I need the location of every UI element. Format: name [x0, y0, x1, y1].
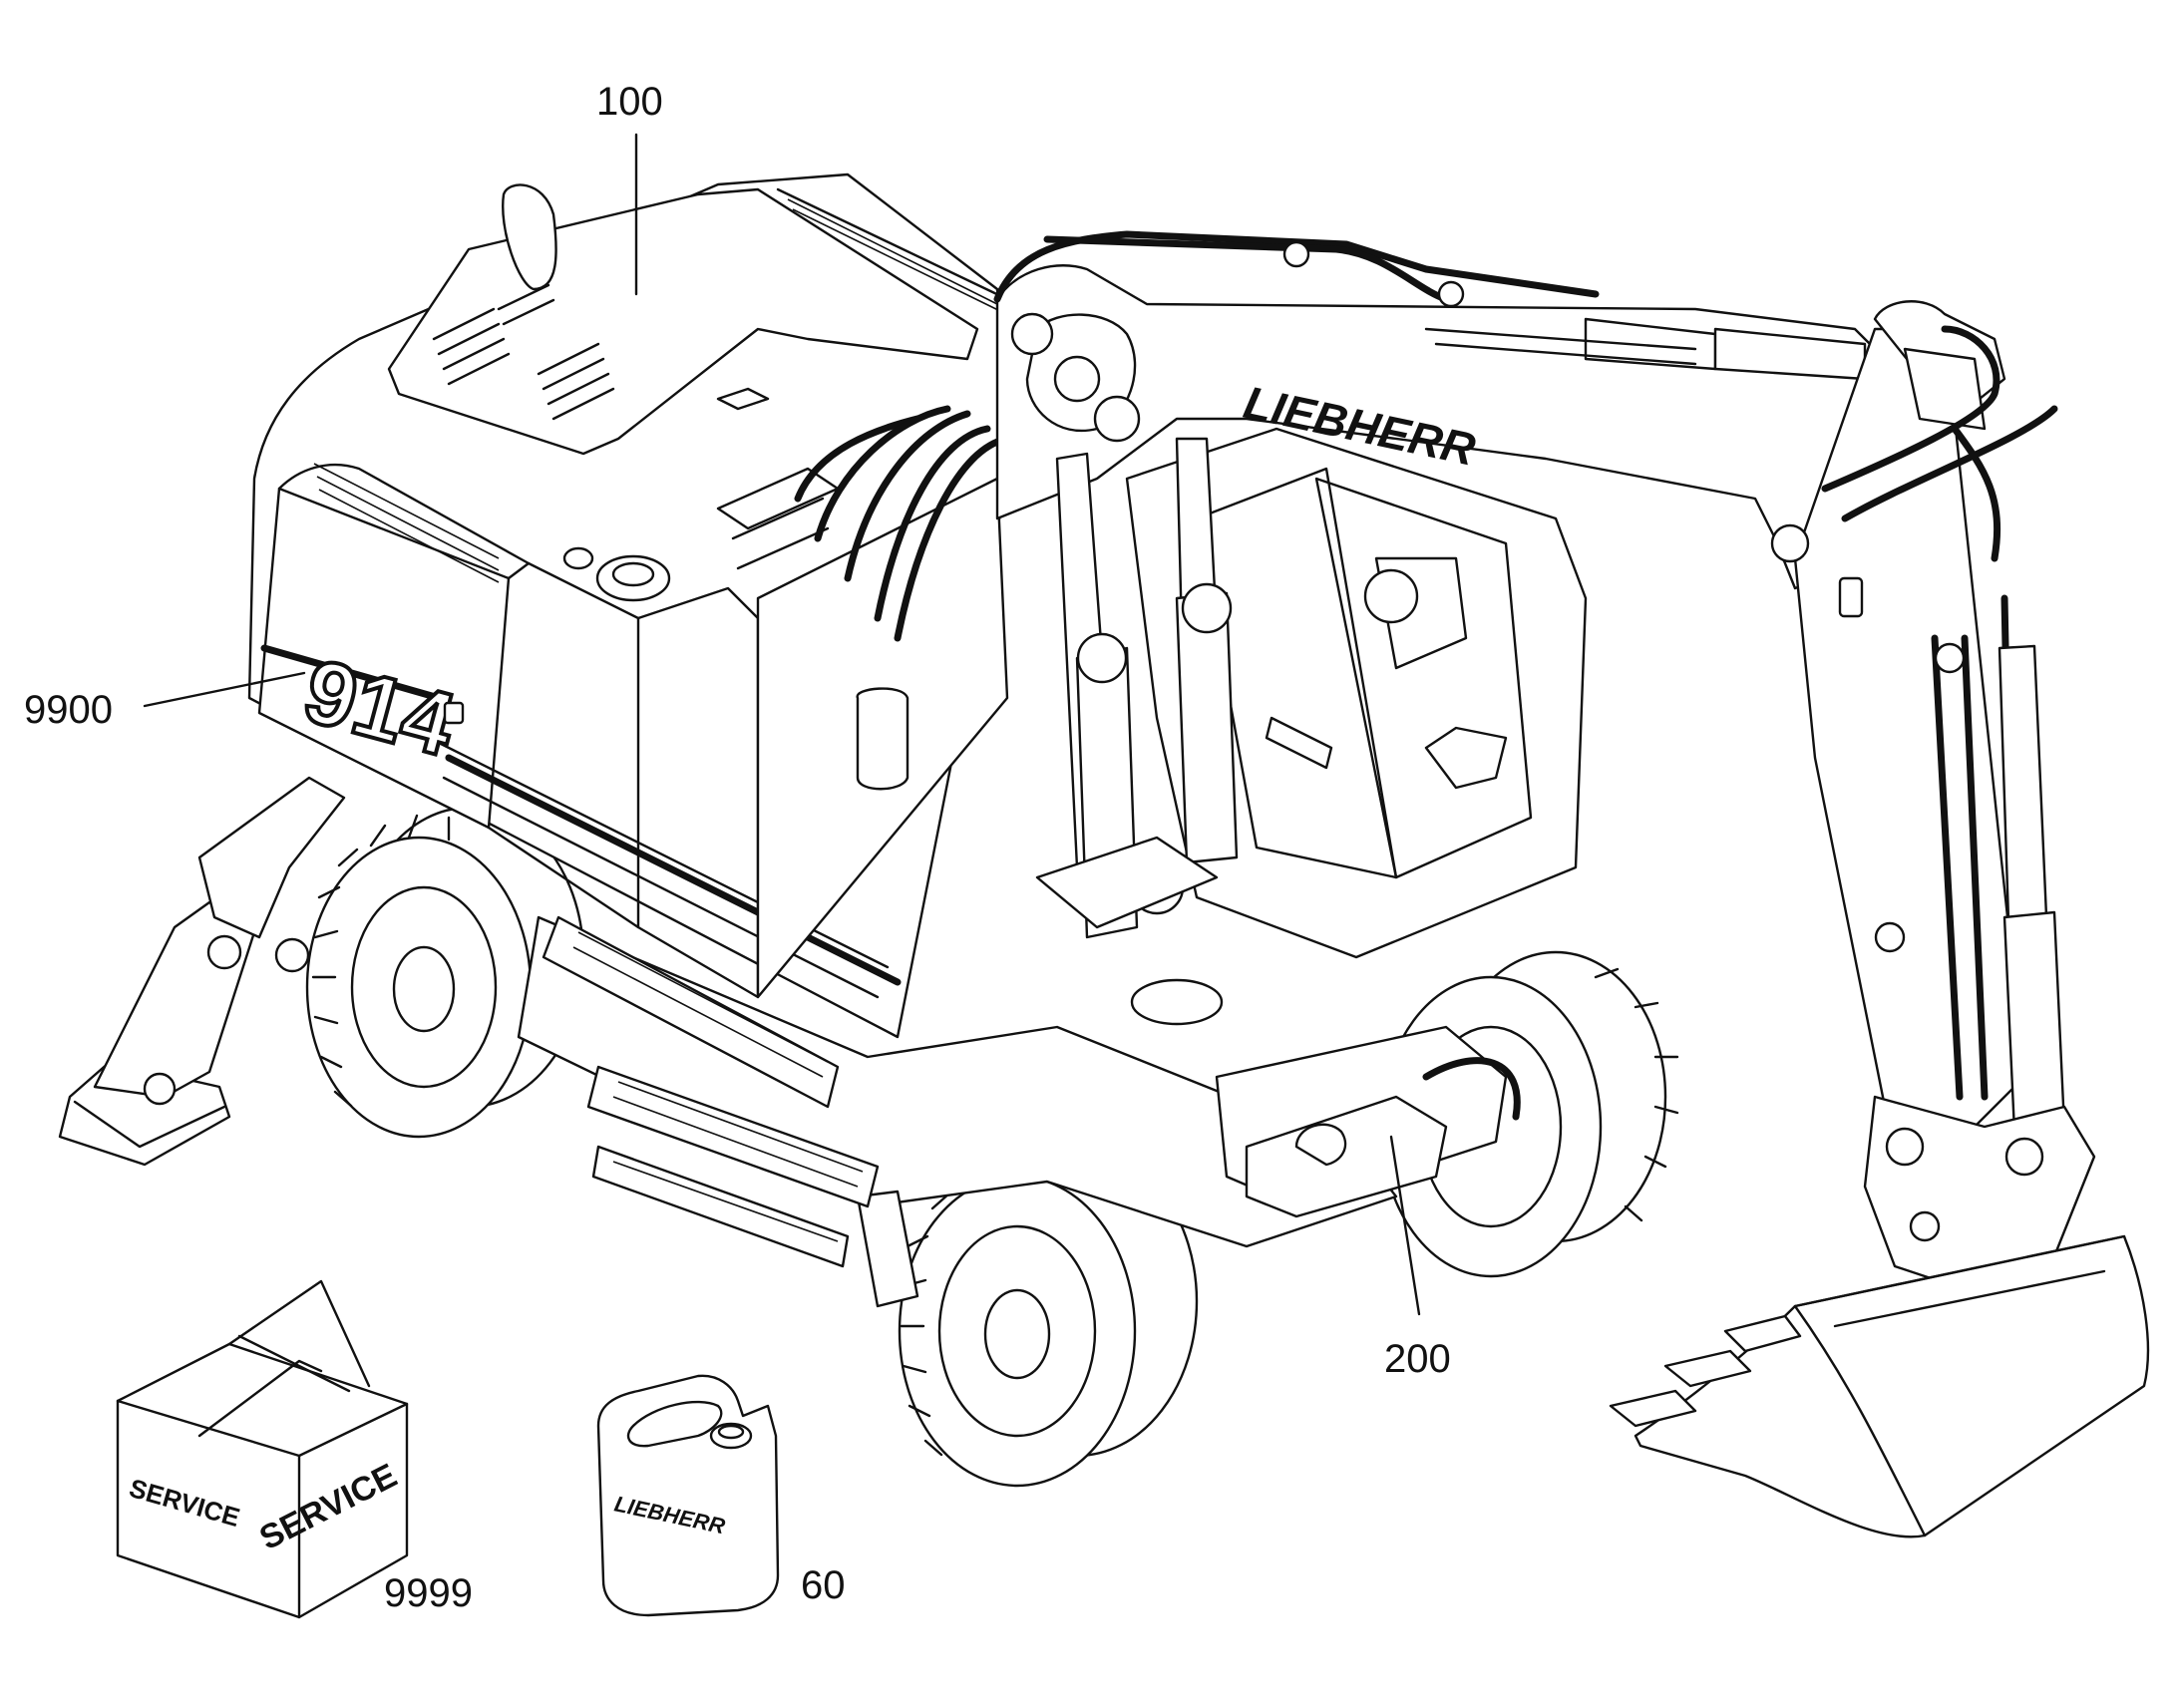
bucket	[1609, 1234, 2150, 1538]
callout-200: 200	[1384, 1337, 1451, 1381]
front-wheels	[898, 950, 1679, 1488]
canister-icon: LIEBHERR	[596, 1374, 780, 1617]
front-frame	[1245, 1057, 1521, 1218]
engine-housing	[247, 172, 1009, 1039]
stick-arm	[1770, 300, 2066, 1149]
stabilizer-outrigger	[58, 776, 346, 1167]
excavator-drawing-icon: 914 LIEBHERR	[58, 172, 2150, 1538]
leader-line-9900	[143, 671, 306, 708]
leader-lines	[143, 133, 1421, 1316]
service-box-icon: SERVICE SERVICE	[116, 1279, 409, 1619]
tank-caps	[562, 387, 770, 602]
operator-cab	[1125, 427, 1588, 959]
callout-9900: 9900	[24, 688, 113, 732]
boom-cylinders	[1035, 437, 1239, 939]
leader-line-200	[1389, 1135, 1421, 1316]
callout-100: 100	[596, 80, 663, 124]
hydraulic-hoses	[716, 405, 1011, 642]
callout-60: 60	[801, 1563, 846, 1607]
callout-9999: 9999	[384, 1571, 473, 1615]
hood-vents	[432, 283, 615, 421]
